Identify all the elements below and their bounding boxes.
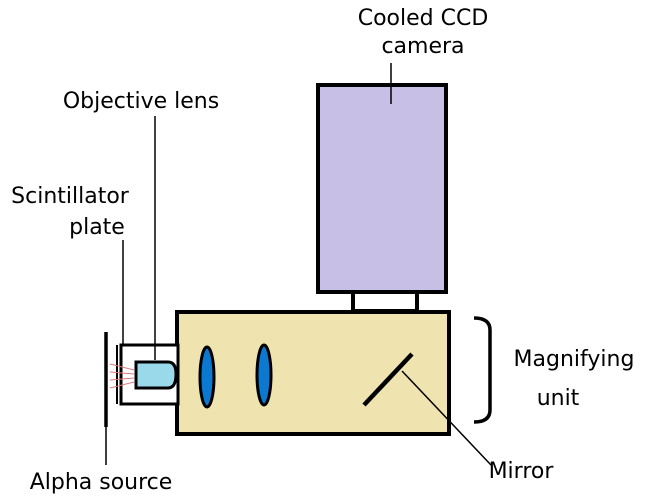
objective-lens-element — [134, 360, 178, 390]
relay-lens-1 — [198, 345, 216, 409]
label-magnifying-line2: unit — [537, 386, 580, 411]
label-alpha-source: Alpha source — [30, 470, 173, 495]
label-scintillator-line1: Scintillator — [11, 184, 130, 209]
mirror — [362, 352, 414, 407]
label-magnifying-line1: Magnifying — [514, 347, 635, 372]
camera-adapter — [351, 290, 419, 313]
label-camera-line2: camera — [381, 34, 464, 59]
relay-lens-2 — [255, 343, 273, 407]
ccd-camera-body — [316, 83, 448, 294]
leader-mirror — [401, 370, 492, 466]
scintillation-rays — [109, 363, 135, 389]
label-scintillator-line2: plate — [69, 215, 125, 240]
magnifying-unit-bracket — [473, 316, 492, 424]
magnifying-unit-body — [175, 310, 451, 436]
label-objective-lens: Objective lens — [63, 89, 219, 114]
label-camera-line1: Cooled CCD — [358, 6, 489, 31]
label-mirror: Mirror — [489, 459, 555, 484]
